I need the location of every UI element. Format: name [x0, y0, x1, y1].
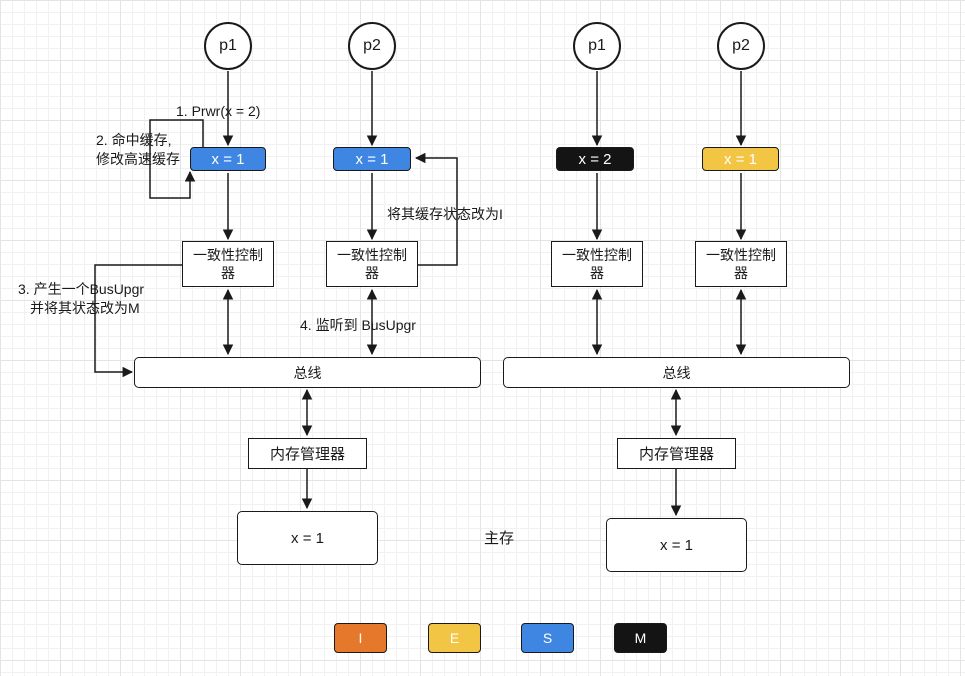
step1-label: 1. Prwr(x = 2): [176, 103, 261, 119]
step2-label-line2: 修改高速缓存: [96, 151, 180, 167]
step3-label-line2: 并将其状态改为M: [30, 300, 140, 316]
p1-cache-right: x = 2: [556, 147, 634, 171]
step4-label: 4. 监听到 BusUpgr: [300, 317, 416, 333]
invalidate-label: 将其缓存状态改为I: [387, 206, 503, 222]
legend-invalid: I: [334, 623, 387, 653]
bus-right: 总线: [503, 357, 850, 388]
bus-left: 总线: [134, 357, 481, 388]
coherence-controller-p1-left: 一致性控制器: [182, 241, 274, 287]
p2-cache-left: x = 1: [333, 147, 411, 171]
legend-shared: S: [521, 623, 574, 653]
coherence-controller-p2-right: 一致性控制器: [695, 241, 787, 287]
main-memory-label: 主存: [484, 530, 515, 547]
coherence-controller-p1-right: 一致性控制器: [551, 241, 643, 287]
legend-exclusive: E: [428, 623, 481, 653]
processor-p1-left: p1: [204, 22, 252, 70]
p2-cache-right: x = 1: [702, 147, 779, 171]
coherence-controller-p2-left: 一致性控制器: [326, 241, 418, 287]
main-memory-left: x = 1: [237, 511, 378, 565]
legend-modified: M: [614, 623, 667, 653]
main-memory-right: x = 1: [606, 518, 747, 572]
memory-manager-left: 内存管理器: [248, 438, 367, 469]
processor-p1-right: p1: [573, 22, 621, 70]
p1-cache-left: x = 1: [190, 147, 266, 171]
step2-label-line1: 2. 命中缓存,: [96, 132, 172, 148]
processor-p2-left: p2: [348, 22, 396, 70]
memory-manager-right: 内存管理器: [617, 438, 736, 469]
step3-label-line1: 3. 产生一个BusUpgr: [18, 281, 145, 297]
processor-p2-right: p2: [717, 22, 765, 70]
